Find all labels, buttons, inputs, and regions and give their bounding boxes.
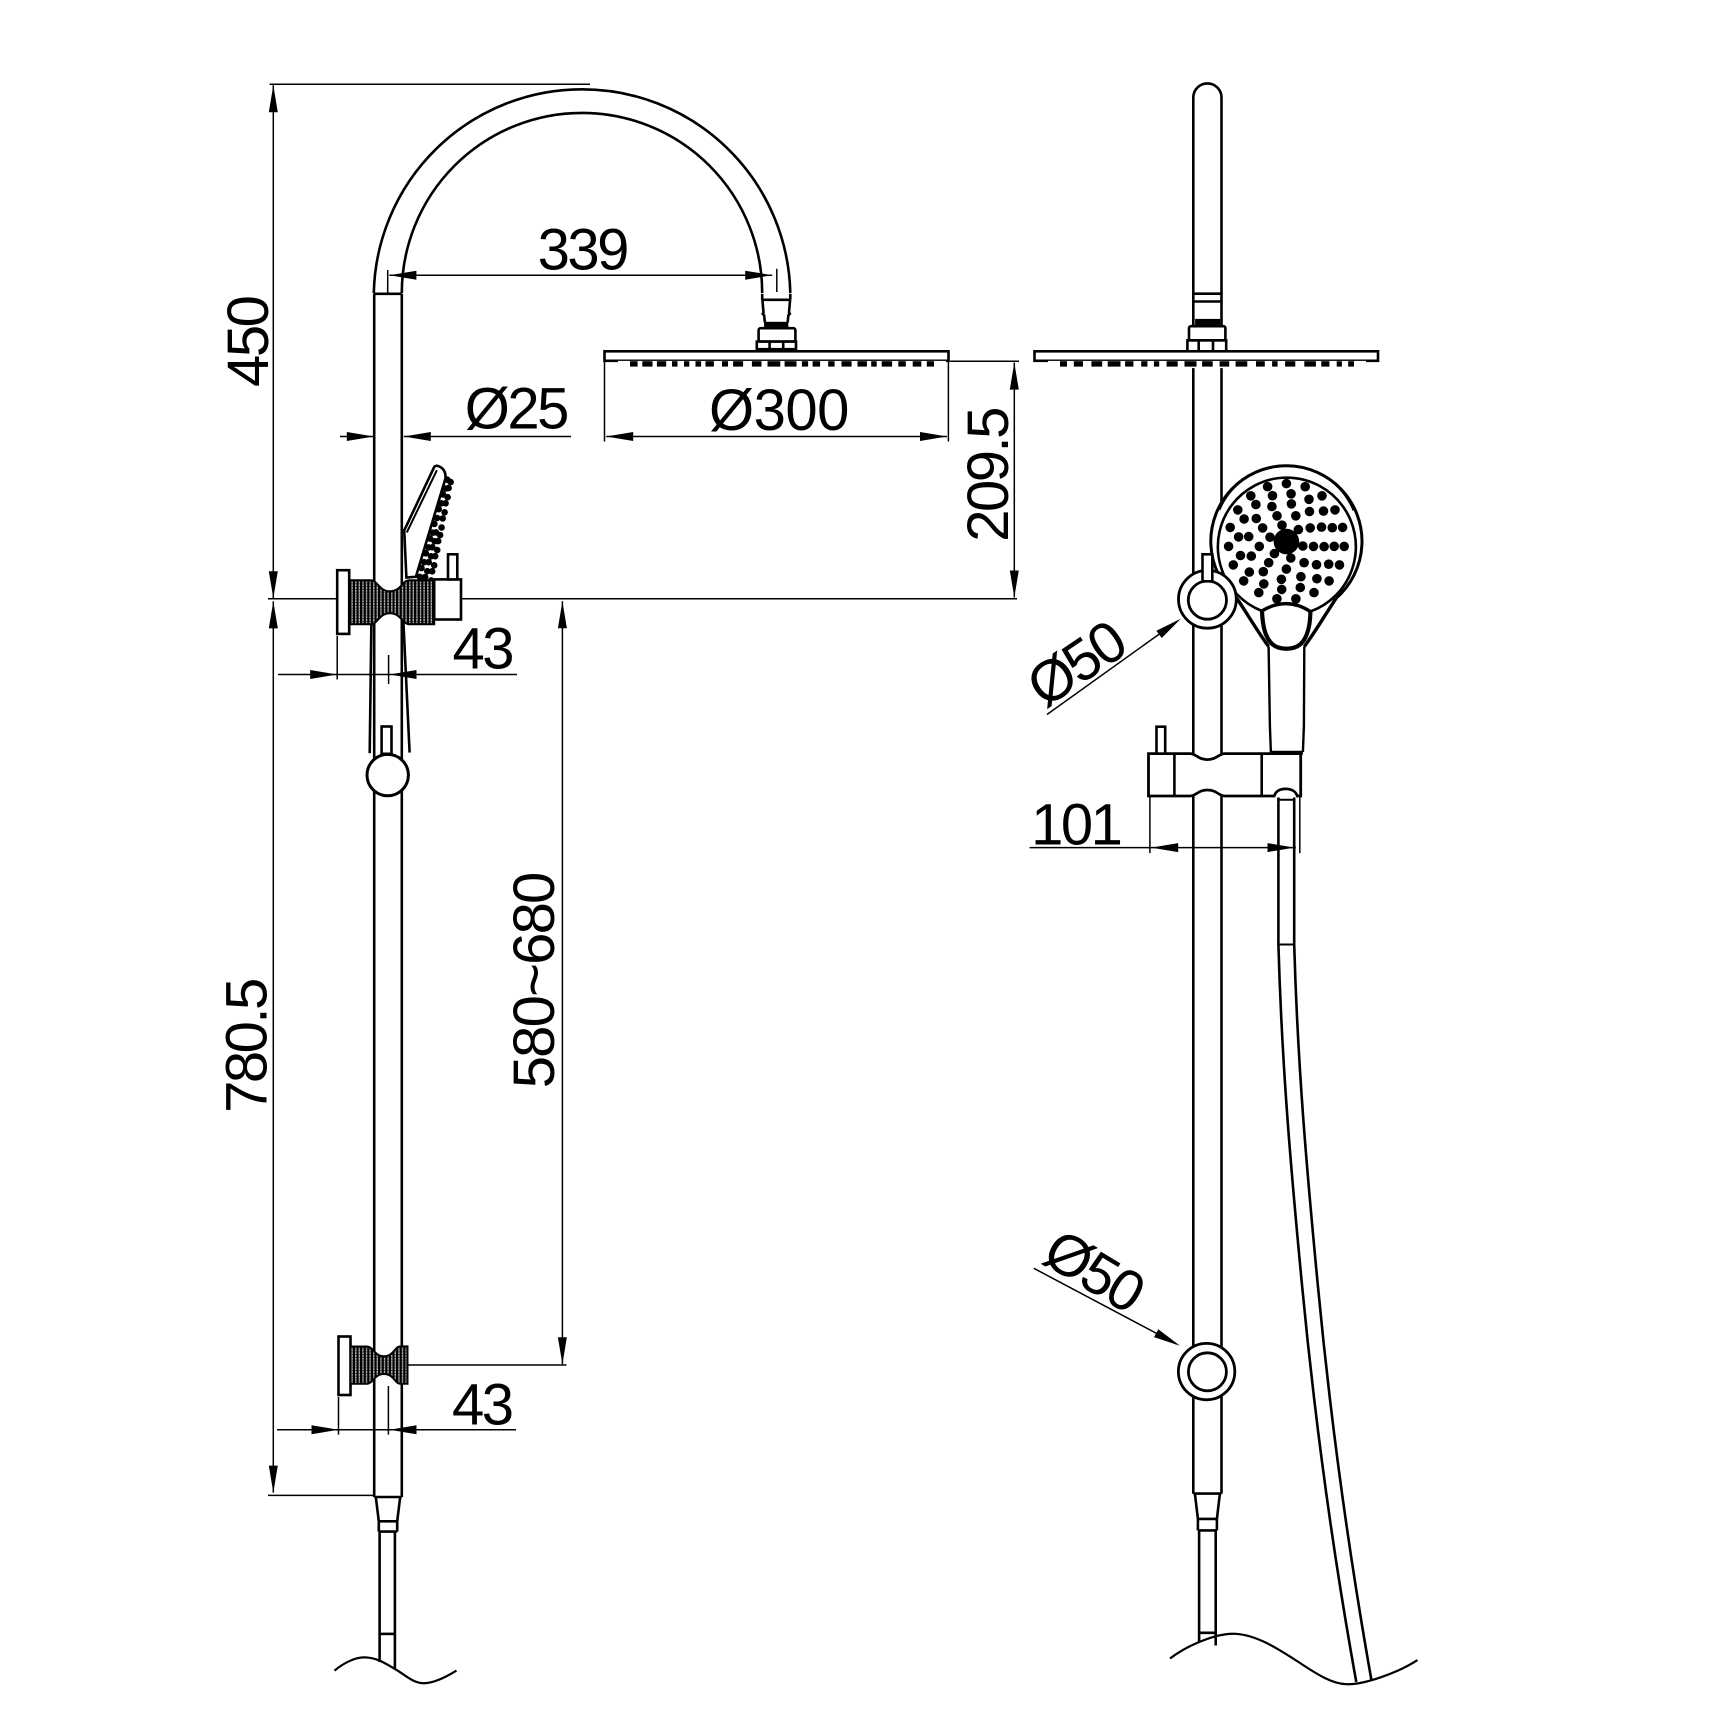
svg-text:Ø25: Ø25: [465, 376, 567, 441]
svg-text:339: 339: [538, 218, 628, 283]
svg-text:43: 43: [452, 1372, 512, 1437]
svg-text:101: 101: [1031, 792, 1121, 857]
svg-text:780.5: 780.5: [215, 980, 280, 1113]
svg-text:43: 43: [453, 617, 513, 682]
svg-text:580~680: 580~680: [502, 873, 567, 1088]
svg-text:Ø300: Ø300: [709, 378, 849, 443]
svg-text:209.5: 209.5: [956, 409, 1021, 542]
svg-text:450: 450: [216, 297, 281, 387]
